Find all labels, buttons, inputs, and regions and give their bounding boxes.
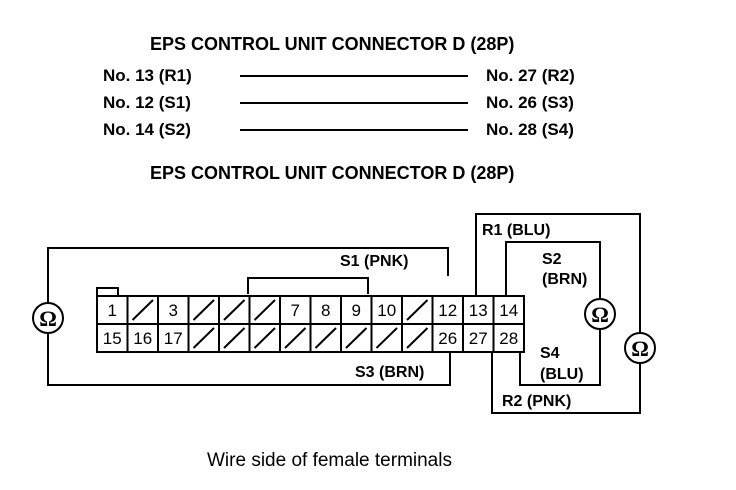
ohmmeter-left: Ω xyxy=(32,302,64,334)
terminal-cell-top-1 xyxy=(96,295,129,325)
wire-s4 xyxy=(519,330,601,386)
connection-lines xyxy=(240,75,468,131)
wire-label-s2-line1: S2 xyxy=(542,251,562,268)
unused-terminal-slash xyxy=(253,327,276,349)
connection-1-from: No. 13 (R1) xyxy=(103,66,192,85)
connector-notch xyxy=(96,287,119,300)
terminal-cell-bottom-13 xyxy=(462,323,495,353)
wire-r1 xyxy=(475,213,641,333)
terminal-number: 26 xyxy=(438,329,457,348)
terminal-number: 1 xyxy=(108,301,117,320)
terminal-number: 9 xyxy=(352,301,361,320)
unused-terminal-slash xyxy=(131,299,154,321)
terminal-number: 15 xyxy=(103,329,122,348)
terminal-number: 12 xyxy=(438,301,457,320)
wire-s2 xyxy=(505,241,601,298)
wire-s3 xyxy=(47,330,451,386)
terminal-cell-top-14 xyxy=(492,295,525,325)
wire-r2 xyxy=(491,350,641,414)
terminal-number: 16 xyxy=(133,329,152,348)
unused-terminal-slash xyxy=(345,327,368,349)
wire-label-s2-line2: (BRN) xyxy=(542,271,588,288)
terminal-cell-bottom-3 xyxy=(157,323,190,353)
ohm-left-symbol: Ω xyxy=(39,306,57,331)
terminal-number: 13 xyxy=(469,301,488,320)
wire-label-s1: S1 (PNK) xyxy=(340,253,409,270)
wire-s1 xyxy=(47,247,449,318)
terminal-number: 17 xyxy=(164,329,183,348)
terminal-cell-bottom-2 xyxy=(126,323,159,353)
connection-2-to: No. 26 (S3) xyxy=(486,93,574,112)
connection-3-from: No. 14 (S2) xyxy=(103,120,191,139)
terminal-number: 7 xyxy=(291,301,300,320)
ohm-middle-symbol: Ω xyxy=(591,302,609,327)
unused-terminal-slash xyxy=(314,327,337,349)
terminal-cell-bottom-14 xyxy=(492,323,525,353)
unused-terminal-slash xyxy=(284,327,307,349)
terminal-number: 10 xyxy=(377,301,396,320)
terminal-number: 14 xyxy=(499,301,518,320)
connection-2-from: No. 12 (S1) xyxy=(103,93,191,112)
unused-terminal-slash xyxy=(253,299,276,321)
latch-bracket xyxy=(247,277,369,294)
terminal-cell-top-13 xyxy=(462,295,495,325)
wire-label-r2: R2 (PNK) xyxy=(502,393,572,410)
terminal-number: 3 xyxy=(169,301,178,320)
terminal-number: 8 xyxy=(321,301,330,320)
terminal-number: 28 xyxy=(499,329,518,348)
unused-terminal-slash xyxy=(223,327,246,349)
unused-terminal-slash xyxy=(375,327,398,349)
connection-3-to: No. 28 (S4) xyxy=(486,120,574,139)
wire-label-r1: R1 (BLU) xyxy=(482,222,551,239)
wire-label-s4-line1: S4 xyxy=(540,345,560,362)
ohmmeter-right: Ω xyxy=(624,332,656,364)
heading-diagram: EPS CONTROL UNIT CONNECTOR D (28P) xyxy=(150,163,515,183)
ohmmeter-middle: Ω xyxy=(584,298,616,330)
terminal-number: 27 xyxy=(469,329,488,348)
wire-label-s3: S3 (BRN) xyxy=(355,364,425,381)
ohm-right-symbol: Ω xyxy=(631,336,649,361)
caption: Wire side of female terminals xyxy=(207,450,452,471)
unused-terminal-slash xyxy=(192,299,215,321)
unused-terminal-slash xyxy=(406,299,429,321)
heading-top: EPS CONTROL UNIT CONNECTOR D (28P) xyxy=(150,34,515,54)
unused-terminal-slash xyxy=(406,327,429,349)
unused-terminal-slash xyxy=(192,327,215,349)
unused-terminal-slash xyxy=(223,299,246,321)
connection-1-to: No. 27 (R2) xyxy=(486,66,575,85)
wire-label-s4-line2: (BLU) xyxy=(540,366,584,383)
